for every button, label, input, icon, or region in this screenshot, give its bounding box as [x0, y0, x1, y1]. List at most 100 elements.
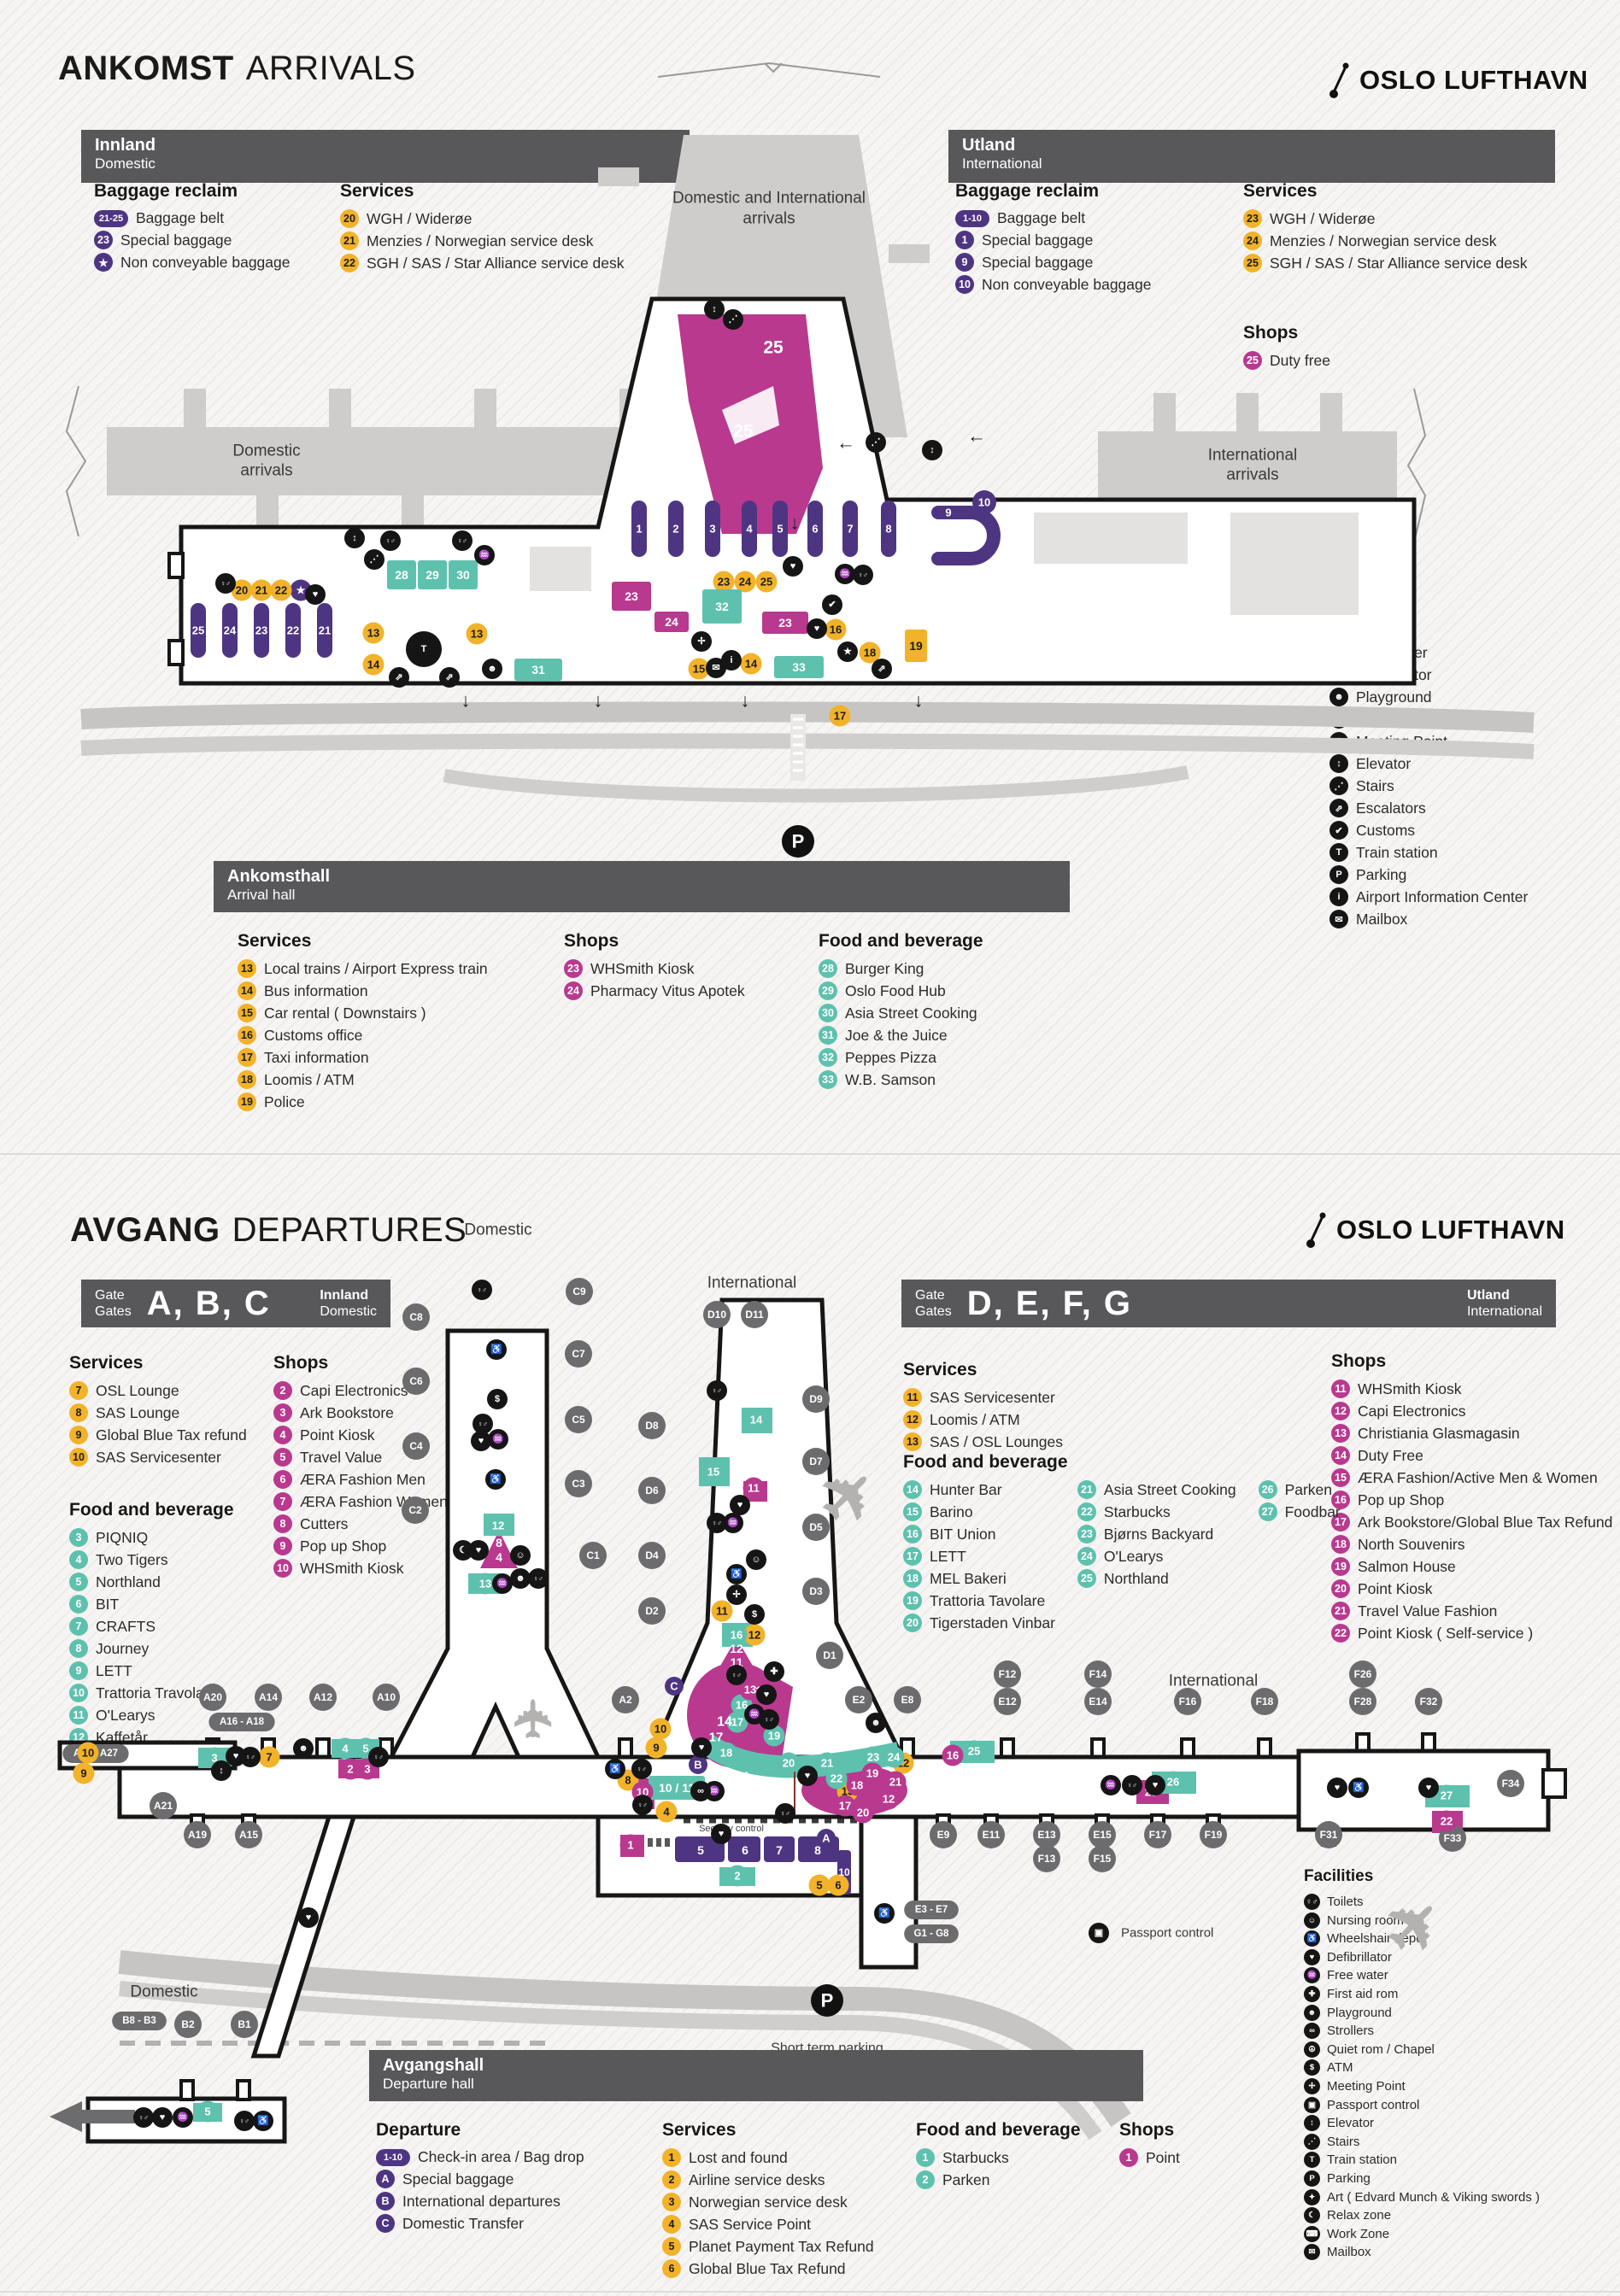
svg-text:Domestic: Domestic	[464, 1221, 531, 1239]
toilets-icon	[707, 1380, 727, 1401]
innland-bar: Innland Domestic	[81, 130, 690, 183]
map-badge	[763, 1725, 785, 1747]
map-badge	[73, 1762, 95, 1784]
svg-text:♿: ♿	[257, 2115, 269, 2126]
stairs-icon: ⋰	[1304, 2133, 1320, 2150]
legend-label: Oslo Food Hub	[845, 981, 946, 999]
svg-text:16: 16	[830, 624, 842, 636]
legend-label: Non conveyable baggage	[982, 275, 1152, 293]
legend-badge: 11	[903, 1388, 922, 1407]
legend-label: ÆRA Fashion/Active Men & Women	[1358, 1468, 1598, 1486]
svg-text:22: 22	[275, 584, 287, 597]
legend-badge: 18	[238, 1070, 256, 1089]
legend-item: 9 Special baggage	[955, 253, 1152, 272]
atm-icon: $	[1304, 2059, 1320, 2076]
legend-badge: 21-25	[94, 209, 128, 227]
departure-hall-services-legend: Services 1 Lost and found 2 Airline serv…	[662, 2120, 874, 2278]
bar-title: Innland	[95, 136, 156, 155]
facility-label: Stairs	[1356, 776, 1394, 794]
map-badge	[231, 579, 253, 601]
map-badge	[884, 1771, 907, 1793]
legend-label: Christiania Glasmagasin	[1358, 1424, 1520, 1442]
legend-badge: 20	[903, 1614, 922, 1632]
legend-item: 10 SAS Servicesenter	[69, 1448, 247, 1467]
utland-shops-legend: Shops 25 Duty free	[1243, 323, 1330, 370]
map-badge	[878, 1788, 900, 1810]
svg-text:10: 10	[654, 1723, 666, 1736]
svg-text:♀♂: ♀♂	[1127, 1782, 1137, 1789]
svg-text:4: 4	[746, 523, 753, 536]
legend-item: 4 Two Tigers	[69, 1550, 234, 1569]
relax-zone-icon	[453, 1540, 473, 1561]
facility-label: Work Zone	[1327, 2226, 1390, 2241]
svg-text:10: 10	[978, 496, 990, 509]
gate-badge	[930, 1821, 957, 1848]
legend-item: 17 LETT	[903, 1547, 1055, 1566]
innland-services-legend: Services 20 WGH / Widerøe 21 Menzies / N…	[340, 181, 625, 272]
svg-text:E11: E11	[983, 1829, 1001, 1841]
legend-badge: 11	[69, 1706, 88, 1725]
map-zone	[762, 612, 808, 634]
svg-text:F12: F12	[999, 1668, 1017, 1680]
legend-item: C Domestic Transfer	[376, 2214, 584, 2233]
gate-badge	[741, 1301, 768, 1328]
legend-badge: 22	[1077, 1502, 1096, 1521]
svg-text:17: 17	[834, 710, 846, 723]
toilets-icon	[234, 2111, 255, 2131]
legend-badge: 2	[273, 1381, 292, 1400]
svg-text:A16 - A18: A16 - A18	[220, 1717, 265, 1727]
legend-label: Point	[1146, 2148, 1180, 2166]
facility-label: Mailbox	[1356, 910, 1408, 928]
legend-item: B International departures	[376, 2192, 584, 2211]
legend-badge: 11	[1331, 1379, 1350, 1398]
svg-text:$: $	[752, 1609, 757, 1620]
svg-text:19: 19	[866, 1767, 878, 1780]
legend-badge: B	[376, 2192, 395, 2211]
svg-text:D6: D6	[645, 1485, 659, 1496]
legend-item: 7 OSL Lounge	[69, 1381, 247, 1400]
map-badge	[834, 1795, 856, 1817]
legend-label: SAS Servicesenter	[96, 1448, 221, 1466]
svg-text:E3 - E7: E3 - E7	[915, 1905, 948, 1915]
legend-badge: 3	[273, 1403, 292, 1422]
legend-item: 5 Northland	[69, 1573, 234, 1591]
free-water-icon	[744, 1704, 765, 1725]
facility-label: Parking	[1356, 865, 1407, 883]
svg-text:♒: ♒	[748, 1708, 760, 1719]
legend-label: WGH / Widerøe	[1270, 209, 1376, 227]
gate-badge	[845, 1686, 872, 1713]
police-icon	[837, 641, 858, 662]
gate-badge	[1349, 1688, 1376, 1715]
legend-item: 20 Point Kiosk	[1331, 1579, 1612, 1598]
svg-text:21: 21	[821, 1757, 833, 1770]
abc-food-legend: Food and beverage 3 PIQNIQ 4 Two Tigers …	[69, 1500, 234, 1772]
defibrillator-icon	[468, 1540, 489, 1561]
escalators-icon	[872, 659, 892, 679]
legend-item: 3 Norwegian service desk	[662, 2193, 874, 2211]
oslo-lufthavn-logo: OSLO LUFTHAVN	[1329, 62, 1588, 99]
legend-badge: 33	[819, 1070, 837, 1089]
defibrillator-icon	[1418, 1778, 1439, 1798]
svg-text:♀♂: ♀♂	[220, 580, 231, 588]
svg-text:9: 9	[945, 507, 951, 519]
svg-text:D11: D11	[745, 1309, 764, 1321]
free-water-icon	[723, 1513, 743, 1533]
svg-text:18: 18	[864, 647, 876, 659]
legend-badge: 28	[819, 959, 837, 978]
svg-text:✔: ✔	[828, 600, 836, 610]
wheelchair-depot-icon: ♿	[1304, 1930, 1320, 1948]
svg-text:♥: ♥	[1153, 1780, 1159, 1790]
legend-item: 11 SAS Servicesenter	[903, 1388, 1063, 1407]
gate-badge	[638, 1477, 666, 1504]
legend-badge: 9	[955, 253, 974, 272]
map-badge	[713, 571, 735, 593]
legend-badge: 16	[1331, 1491, 1350, 1509]
svg-text:♀♂: ♀♂	[385, 537, 396, 545]
svg-text:A2: A2	[619, 1694, 632, 1706]
svg-text:⇗: ⇗	[878, 664, 885, 674]
facility-label: Relax zone	[1327, 2208, 1392, 2223]
meeting-point-icon	[726, 1584, 747, 1605]
legend-badge: 24	[564, 981, 583, 1000]
legend-label: WHSmith Kiosk	[590, 959, 695, 977]
legend-item: 31 Joe & the Juice	[819, 1026, 983, 1045]
